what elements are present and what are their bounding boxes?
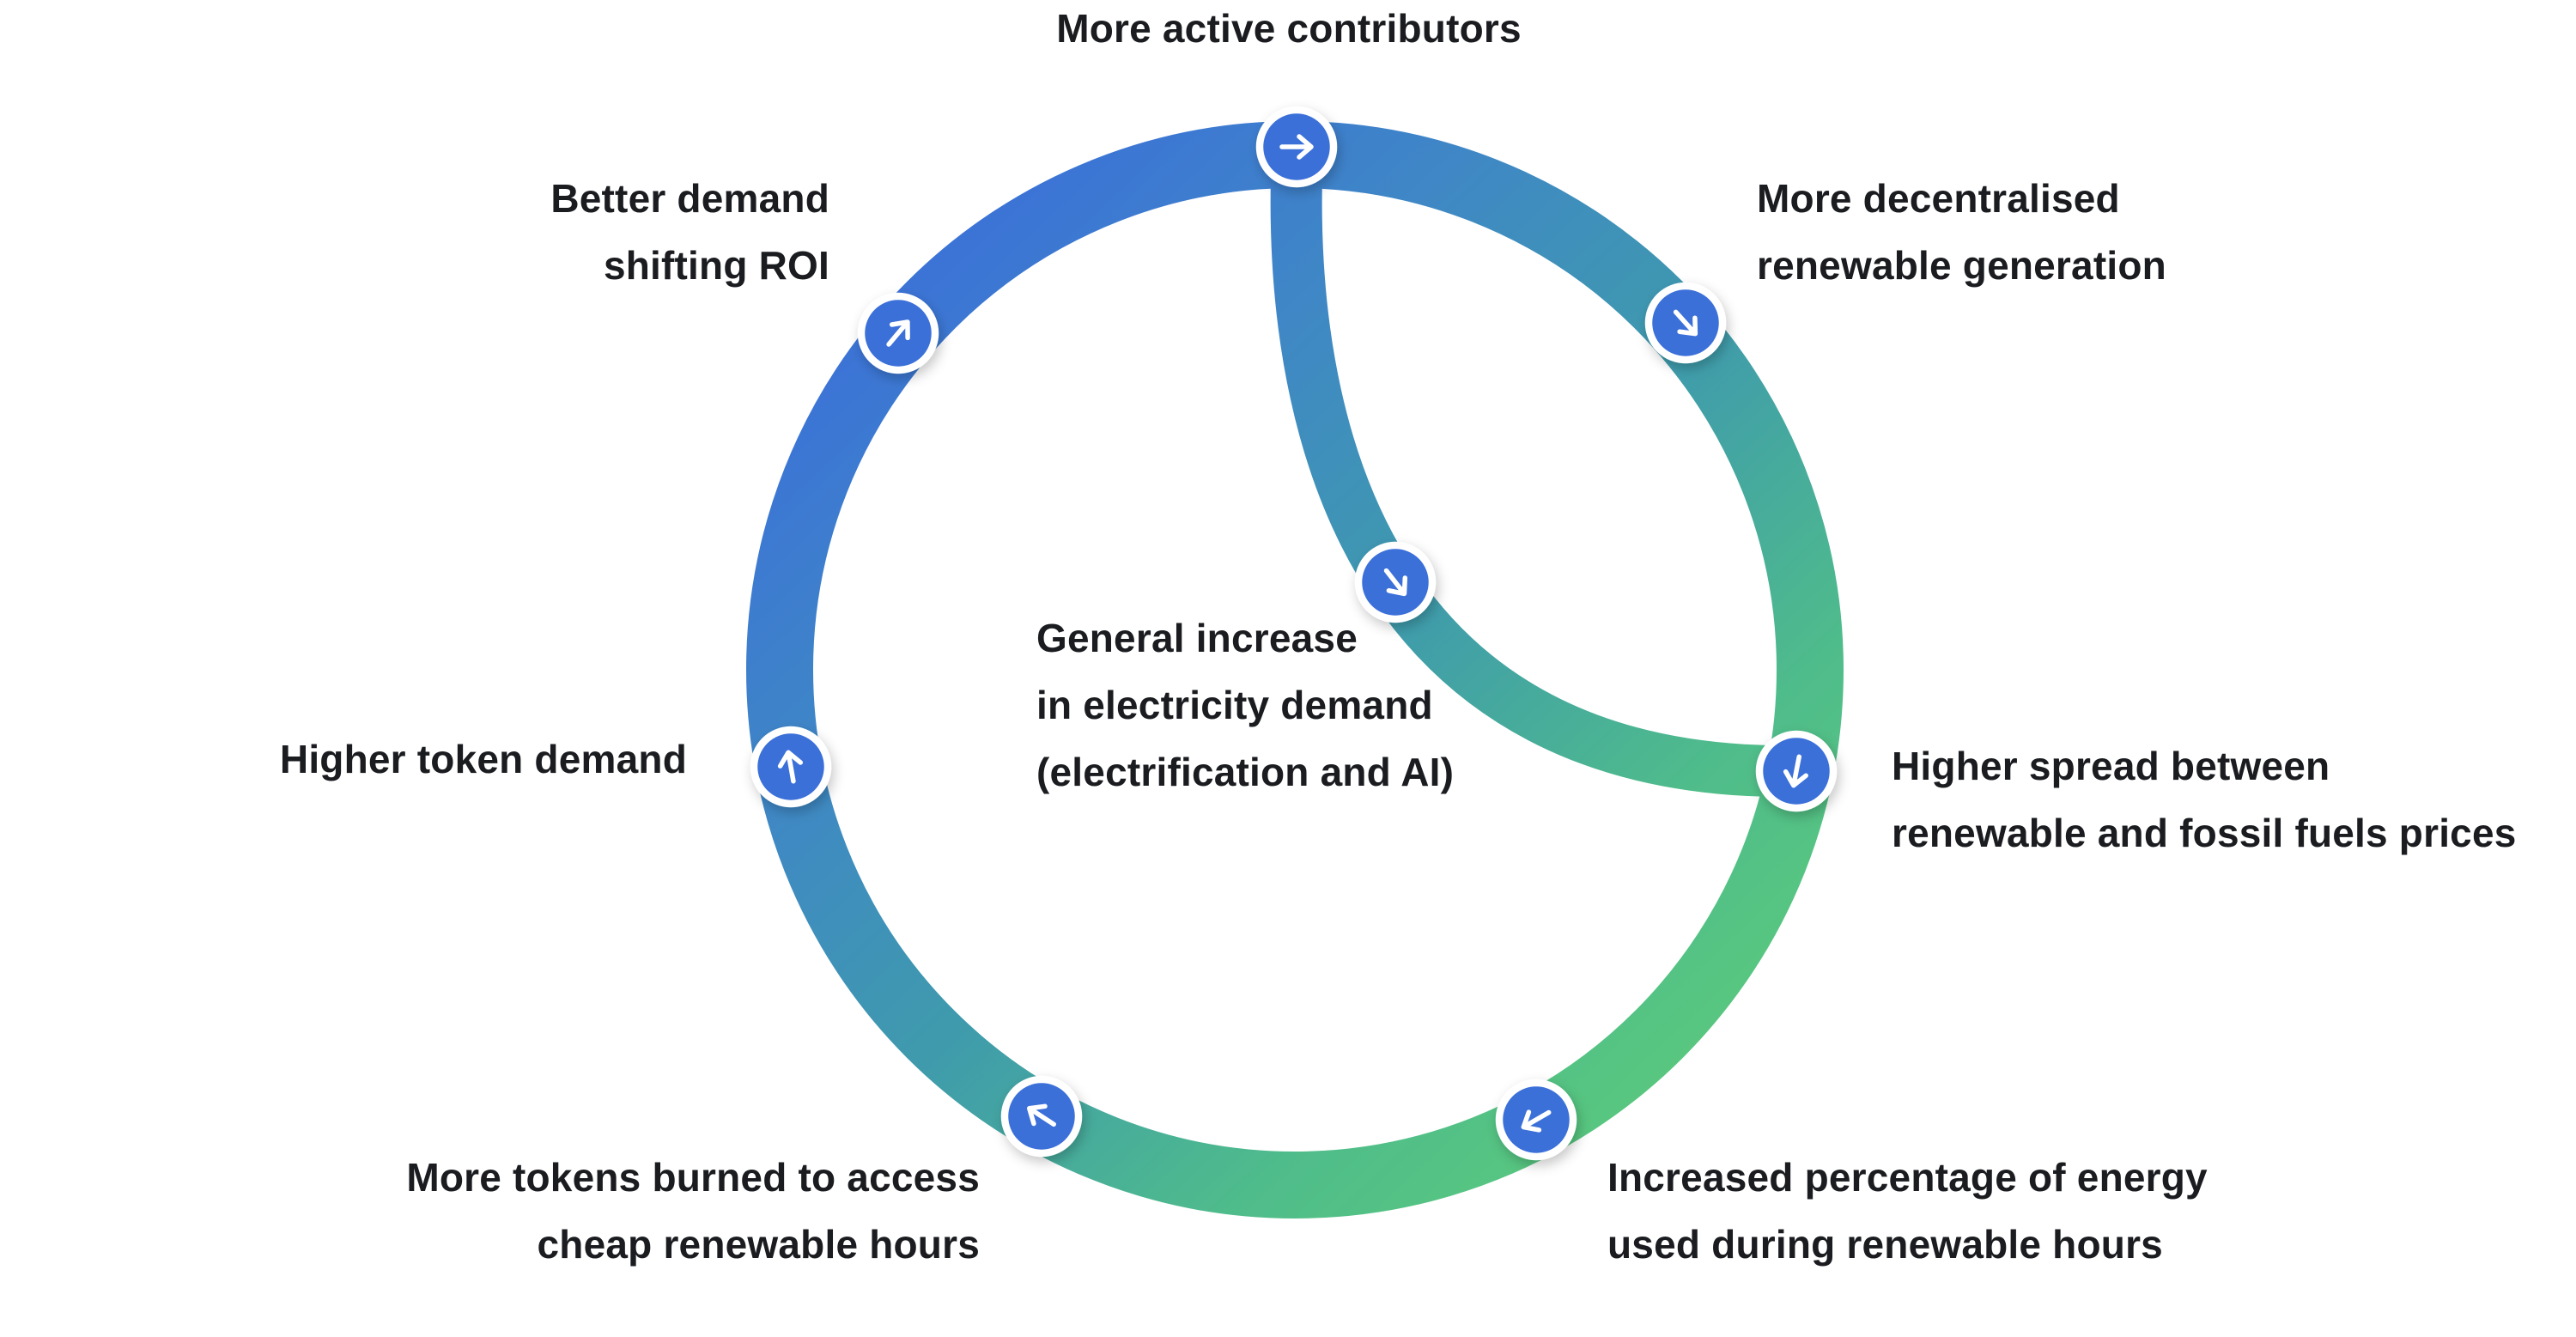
label-more-active-contributors: More active contributors bbox=[1056, 0, 1522, 62]
node-right bbox=[1755, 730, 1838, 812]
nodes-layer bbox=[750, 106, 1838, 1161]
arrow-down-left-icon bbox=[1521, 1109, 1552, 1133]
node-center bbox=[1354, 541, 1437, 623]
label-line: General increase bbox=[1036, 616, 1358, 660]
label-higher-spread-prices: Higher spread between renewable and foss… bbox=[1892, 732, 2517, 866]
label-line: shifting ROI bbox=[603, 243, 829, 288]
arrow-up-icon bbox=[777, 750, 804, 784]
arrow-up-right-icon bbox=[886, 319, 910, 347]
label-increased-renewable-energy-percentage: Increased percentage of energy used duri… bbox=[1607, 1144, 2208, 1278]
label-line: Higher spread between bbox=[1892, 744, 2330, 788]
label-line: cheap renewable hours bbox=[537, 1222, 980, 1267]
label-general-increase-electricity-demand: General increase in electricity demand (… bbox=[1036, 605, 1454, 805]
label-higher-token-demand: Higher token demand bbox=[280, 726, 687, 793]
label-line: used during renewable hours bbox=[1607, 1222, 2163, 1267]
arrow-up-left-icon bbox=[1026, 1103, 1057, 1127]
label-line: renewable and fossil fuels prices bbox=[1892, 811, 2517, 855]
label-more-tokens-burned: More tokens burned to access cheap renew… bbox=[406, 1144, 980, 1278]
label-line: More active contributors bbox=[1056, 6, 1522, 51]
node-left bbox=[750, 726, 832, 808]
label-more-decentralised-renewable-generation: More decentralised renewable generation bbox=[1757, 165, 2166, 299]
arrow-down-right-icon bbox=[1673, 309, 1698, 337]
node-upper-left bbox=[857, 292, 939, 374]
node-upper-right bbox=[1644, 282, 1727, 364]
label-line: renewable generation bbox=[1757, 243, 2166, 288]
label-line: Increased percentage of energy bbox=[1607, 1155, 2208, 1200]
arrow-right-icon bbox=[1279, 134, 1314, 160]
label-line: (electrification and AI) bbox=[1036, 750, 1455, 794]
label-line: in electricity demand bbox=[1036, 683, 1433, 727]
label-line: More decentralised bbox=[1757, 176, 2120, 221]
label-line: Better demand bbox=[550, 176, 829, 221]
label-line: Higher token demand bbox=[279, 737, 687, 781]
label-line: More tokens burned to access bbox=[406, 1155, 980, 1200]
label-better-demand-shifting-roi: Better demand shifting ROI bbox=[550, 165, 829, 299]
node-bottom-right bbox=[1495, 1079, 1577, 1161]
arrow-down-right-icon bbox=[1383, 568, 1408, 597]
node-top bbox=[1255, 106, 1338, 188]
arrow-down-icon bbox=[1783, 754, 1808, 788]
node-bottom-left bbox=[1000, 1075, 1083, 1158]
